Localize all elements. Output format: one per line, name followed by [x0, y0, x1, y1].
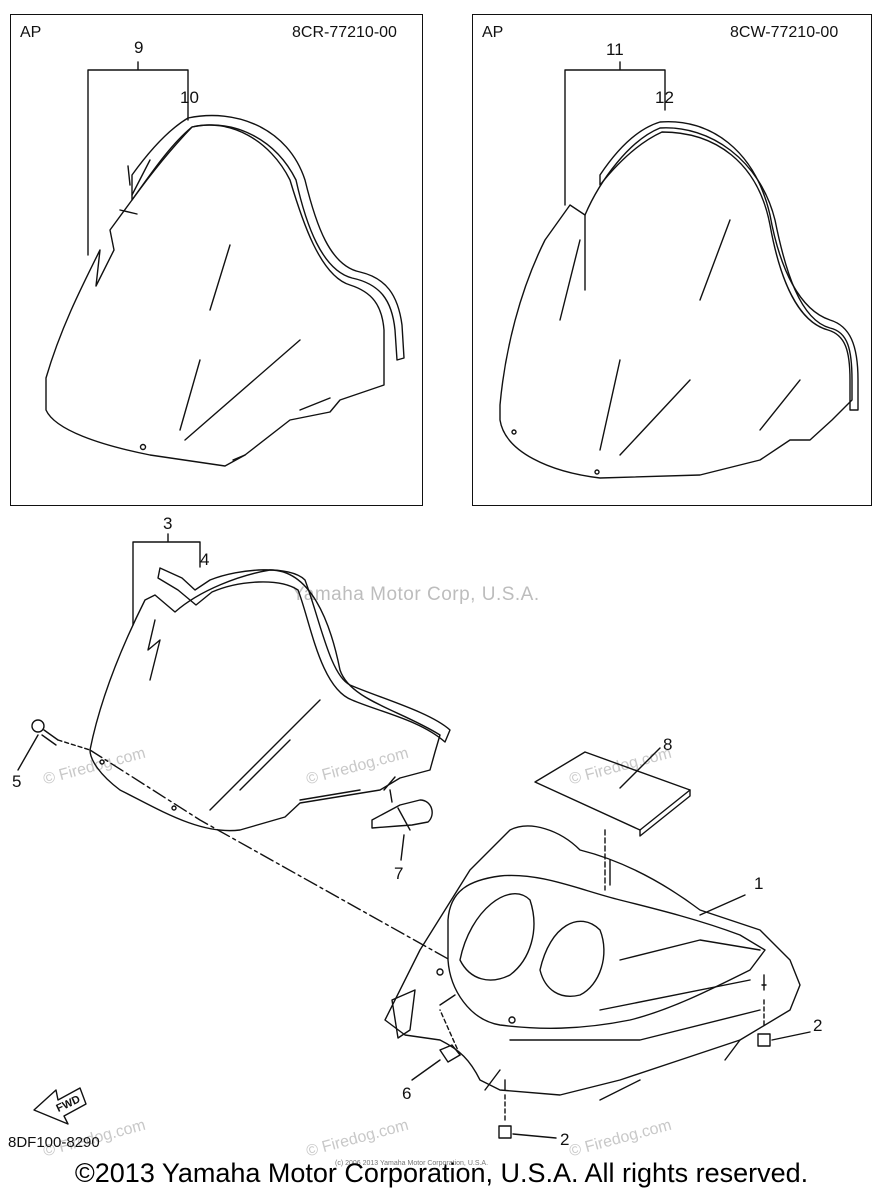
- pad-8: [534, 747, 691, 891]
- bracket-7: [371, 789, 433, 861]
- variant-panel-8cw: [472, 14, 872, 506]
- grommet-6: [411, 1009, 461, 1081]
- variant-panel-8cr: [10, 14, 423, 506]
- fwd-arrow-icon: FWD: [33, 1087, 87, 1125]
- fastener-2-bottom: [498, 1079, 557, 1139]
- panel-part-number: 8CW-77210-00: [730, 24, 839, 41]
- copyright-footer: ©2013 Yamaha Motor Corporation, U.S.A. A…: [74, 1158, 809, 1188]
- callout-1: 1: [754, 874, 764, 893]
- panel-region-label: AP: [20, 24, 42, 41]
- callout-11: 11: [606, 40, 624, 59]
- windshield-part-11: [499, 61, 859, 479]
- panel-region-label: AP: [482, 24, 504, 41]
- callout-7: 7: [394, 864, 404, 883]
- callout-2: 2: [813, 1016, 823, 1035]
- callout-3: 3: [163, 514, 173, 533]
- callout-6: 6: [402, 1084, 412, 1103]
- watermark-yamaha: Yamaha Motor Corp, U.S.A.: [292, 584, 540, 605]
- screw-5: [17, 719, 91, 771]
- windshield-part-3: [89, 533, 451, 961]
- fastener-2-right: [757, 974, 811, 1047]
- panel-part-number: 8CR-77210-00: [292, 24, 397, 41]
- callout-10: 10: [180, 88, 199, 107]
- callout-8: 8: [663, 735, 673, 754]
- windshield-part-9: [45, 61, 405, 467]
- callout-4: 4: [200, 550, 210, 569]
- callout-9: 9: [134, 38, 144, 57]
- tiny-copyright: (c) 2006 2013 Yamaha Motor Corporation, …: [335, 1160, 489, 1167]
- callout-2: 2: [560, 1130, 570, 1149]
- callout-5: 5: [12, 772, 22, 791]
- cowl-part-1: [384, 825, 801, 1101]
- diagram-code: 8DF100-8290: [8, 1134, 100, 1151]
